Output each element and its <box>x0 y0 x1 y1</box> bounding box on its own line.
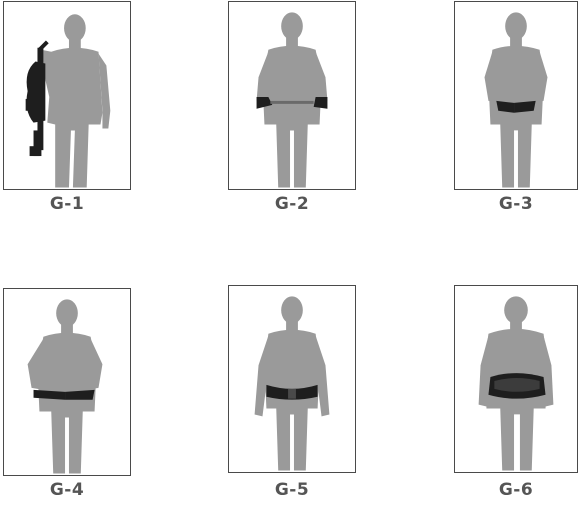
figure-label-g2: G-2 <box>252 194 332 214</box>
figure-label-g4: G-4 <box>27 480 107 500</box>
figure-panel-g3 <box>454 1 578 190</box>
person-silhouette-g2 <box>229 2 355 189</box>
figure-panel-g5 <box>228 285 356 473</box>
figure-label-g3: G-3 <box>476 194 556 214</box>
belt-g1 <box>26 48 46 156</box>
figure-panel-g6 <box>454 285 578 473</box>
figure-label-g6: G-6 <box>476 480 556 500</box>
figure-panel-g2 <box>228 1 356 190</box>
figure-label-g1: G-1 <box>27 194 107 214</box>
person-silhouette-g4 <box>4 289 130 475</box>
figure-label-g5: G-5 <box>252 480 332 500</box>
figure-panel-g1 <box>3 1 131 190</box>
person-silhouette-g5 <box>229 286 355 472</box>
person-silhouette-g1 <box>4 2 130 189</box>
person-silhouette-g6 <box>455 286 577 472</box>
figure-panel-g4 <box>3 288 131 476</box>
person-silhouette-g3 <box>455 2 577 189</box>
belt-g6 <box>488 373 545 399</box>
